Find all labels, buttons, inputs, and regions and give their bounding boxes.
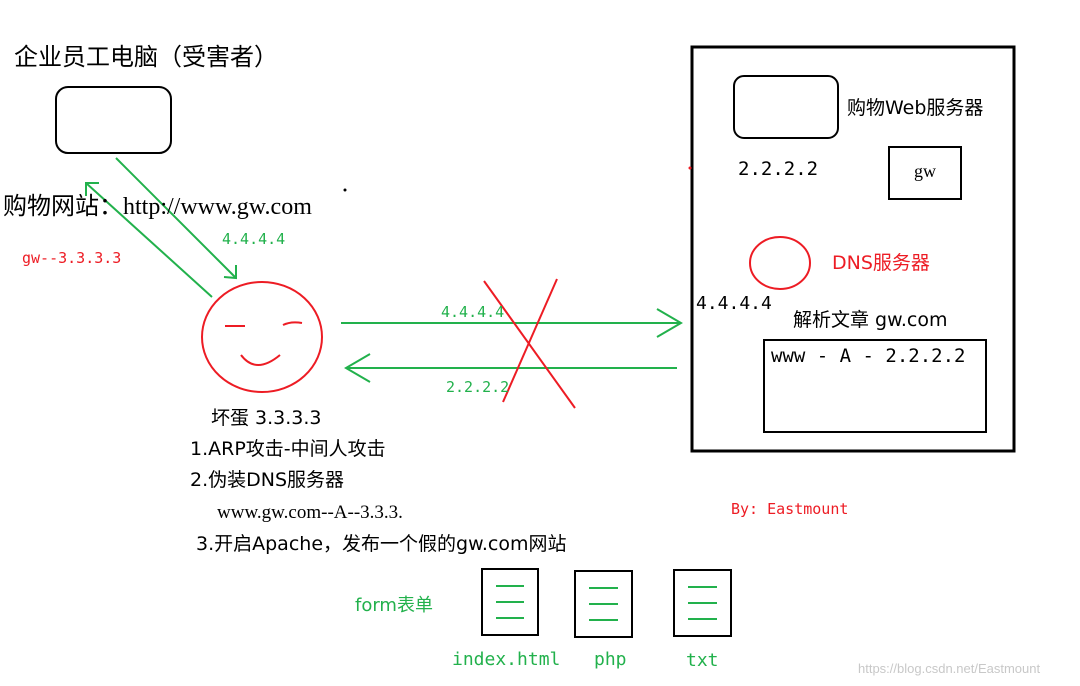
return-ip-label: 2.2.2.2 xyxy=(446,378,510,396)
attack-step-3: 3.开启Apache，发布一个假的gw.com网站 xyxy=(196,533,567,555)
red-dot-mark xyxy=(688,166,692,170)
victim-request-ip: 4.4.4.4 xyxy=(222,230,286,248)
author-credit: By: Eastmount xyxy=(731,500,849,518)
dns-record-box xyxy=(763,339,987,433)
forward-ip-label: 4.4.4.4 xyxy=(441,303,505,321)
web-server-box xyxy=(733,75,839,139)
index-html-file-icon xyxy=(481,568,539,636)
txt-file-icon xyxy=(673,569,732,637)
dns-server-ip: 4.4.4.4 xyxy=(696,293,772,314)
attacker-to-server-arrow xyxy=(341,308,683,338)
dot-mark xyxy=(343,188,347,192)
dns-server-label: DNS服务器 xyxy=(832,252,930,274)
file-label-php: php xyxy=(594,649,627,670)
web-server-label: 购物Web服务器 xyxy=(847,97,984,119)
attack-step-2-detail: www.gw.com--A--3.3.3. xyxy=(217,502,403,523)
gw-box xyxy=(888,146,962,200)
victim-title: 企业员工电脑（受害者） xyxy=(14,43,278,71)
form-label: form表单 xyxy=(355,595,433,616)
attack-step-2: 2.伪装DNS服务器 xyxy=(190,469,345,491)
attack-step-1: 1.ARP攻击-中间人攻击 xyxy=(190,438,386,460)
spoofed-dns-record: gw--3.3.3.3 xyxy=(22,249,122,267)
victim-computer-box xyxy=(55,86,172,154)
blocked-cross xyxy=(483,278,576,409)
attacker-to-victim-arrow xyxy=(85,182,213,298)
file-label-index-html: index.html xyxy=(452,649,561,670)
victim-site-url: 购物网站：http://www.gw.com xyxy=(3,194,312,220)
server-to-attacker-arrow xyxy=(344,353,677,383)
php-file-icon xyxy=(574,570,633,638)
attacker-face xyxy=(201,281,323,393)
watermark: https://blog.csdn.net/Eastmount xyxy=(858,661,1041,676)
victim-to-attacker-arrow xyxy=(115,157,237,280)
file-label-txt: txt xyxy=(686,650,719,671)
web-server-ip: 2.2.2.2 xyxy=(738,158,819,180)
gw-box-label: gw xyxy=(914,161,936,181)
attacker-label: 坏蛋 3.3.3.3 xyxy=(211,407,322,429)
dns-server-circle xyxy=(749,236,811,290)
resolve-label: 解析文章 gw.com xyxy=(793,309,948,331)
dns-a-record: www - A - 2.2.2.2 xyxy=(771,345,966,367)
server-enclosure xyxy=(690,45,1016,453)
